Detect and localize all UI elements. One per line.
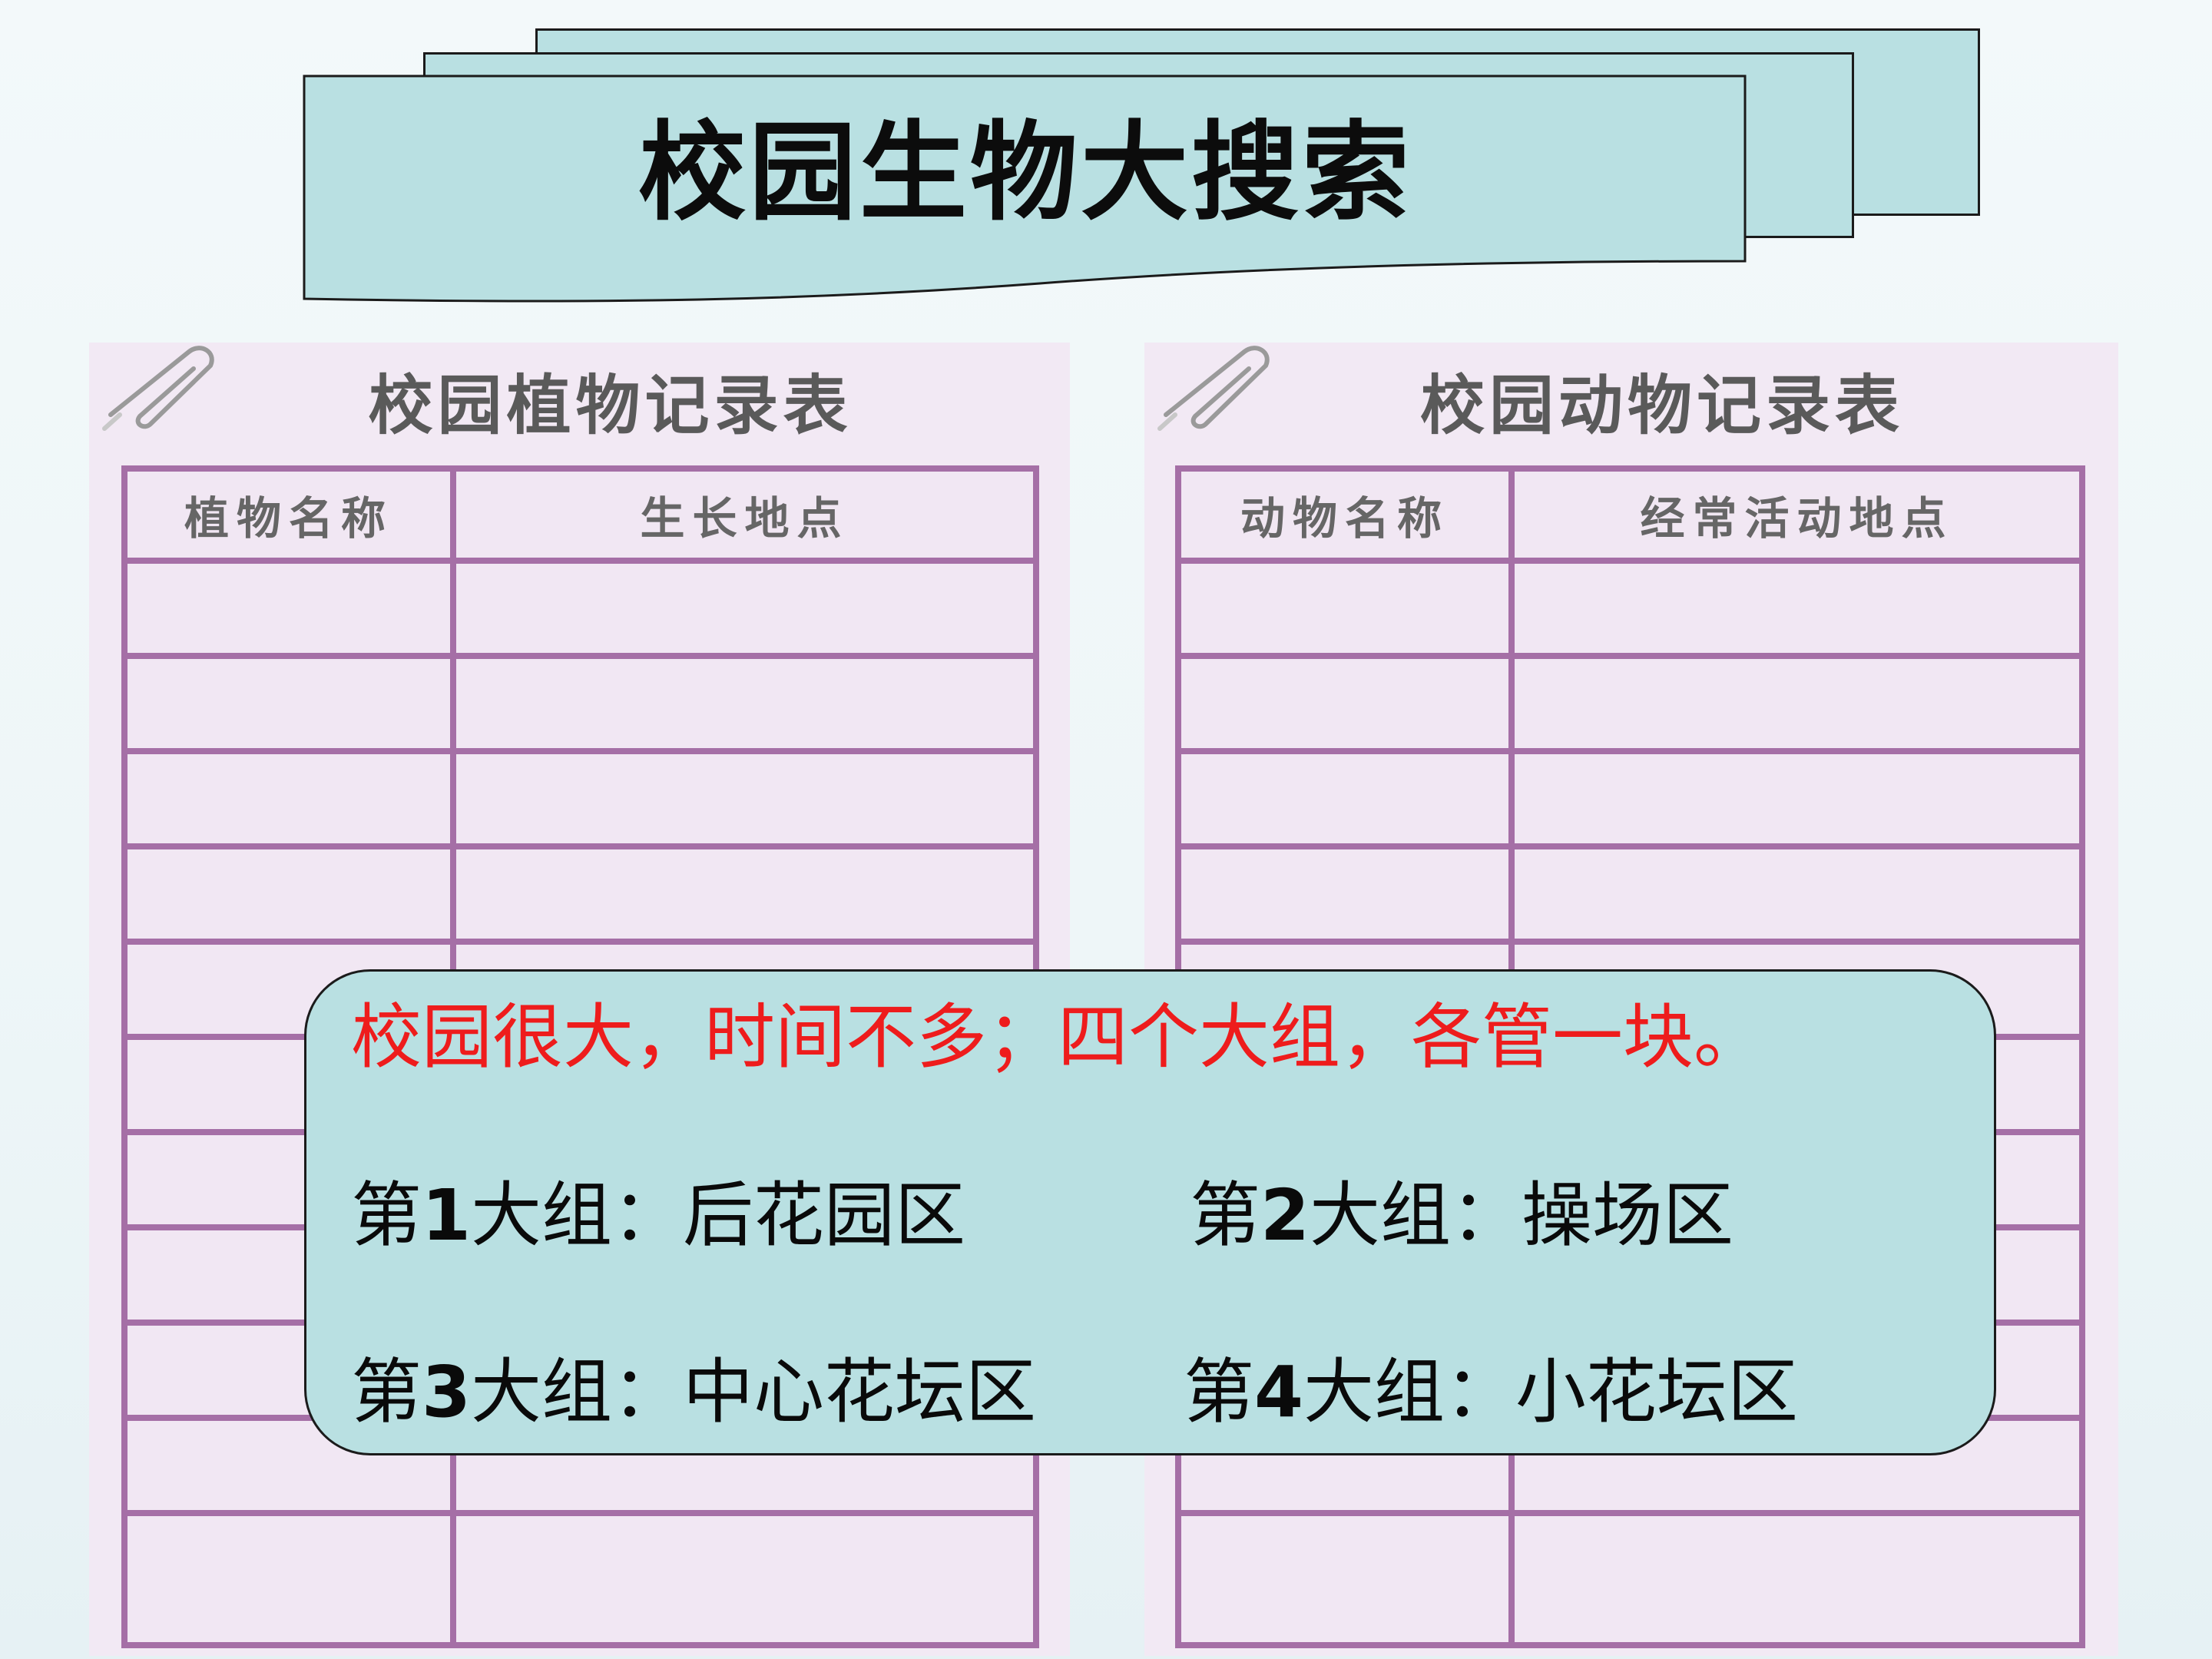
group-area: 大组：中心花坛区 [471,1351,1037,1433]
table-row [127,653,1033,659]
group-area: 大组：小花坛区 [1303,1351,1799,1433]
plant-table-title: 校园植物记录表 [368,367,853,443]
table-row [127,558,1033,564]
banner-front-sheet [303,75,1747,303]
table-row [127,1510,1033,1516]
table-row [127,939,1033,945]
table-row [1181,843,2079,849]
group-2-assignment: 第2大组：操场区 [1190,1181,1734,1251]
group-area: 大组：操场区 [1310,1174,1734,1257]
group-1-assignment: 第1大组：后花园区 [351,1181,965,1251]
group-number: 3 [422,1351,472,1433]
table-row [1181,1510,2079,1516]
animal-table-title: 校园动物记录表 [1419,367,1904,443]
table-row [1181,558,2079,564]
table-row [127,748,1033,754]
group-number: 2 [1260,1174,1310,1257]
group-prefix: 第 [351,1174,422,1257]
group-4-assignment: 第4大组：小花坛区 [1184,1357,1798,1428]
group-prefix: 第 [1190,1174,1261,1257]
page-title: 校园生物大搜索 [637,110,1412,236]
plant-name-header: 植物名称 [184,492,393,545]
animal-name-header: 动物名称 [1240,492,1449,545]
table-row [127,843,1033,849]
table-row [1181,939,2079,945]
plant-location-header: 生长地点 [640,492,849,545]
group-prefix: 第 [1184,1351,1255,1433]
paperclip-icon [102,346,214,431]
animal-location-header: 经常活动地点 [1640,492,1954,545]
group-prefix: 第 [351,1351,422,1433]
group-assignment-callout: 校园很大，时间不多；四个大组，各管一块。 第1大组：后花园区 第2大组：操场区 … [304,969,1996,1455]
table-row [1181,653,2079,659]
group-number: 4 [1254,1351,1304,1433]
paperclip-icon [1157,346,1270,431]
group-number: 1 [422,1174,472,1257]
table-row [1181,748,2079,754]
group-3-assignment: 第3大组：中心花坛区 [351,1357,1036,1428]
notice-headline: 校园很大，时间不多；四个大组，各管一块。 [351,996,1765,1078]
group-area: 大组：后花园区 [471,1174,966,1257]
